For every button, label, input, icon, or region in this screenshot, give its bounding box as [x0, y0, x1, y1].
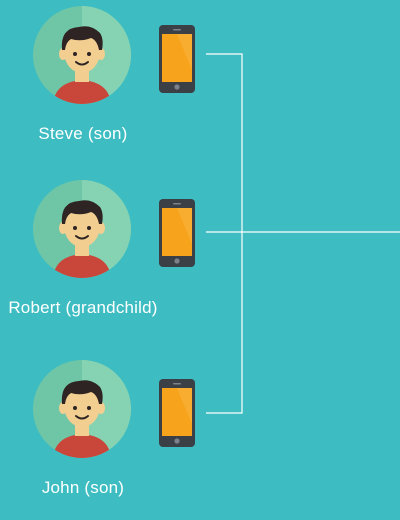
member-robert: Robert (grandchild) [0, 180, 200, 340]
member-name: Steve (son) [38, 124, 128, 143]
member-john: John (son) [0, 360, 200, 520]
man-avatar-icon [33, 180, 131, 278]
man-avatar-icon [33, 6, 131, 104]
member-name: Robert (grandchild) [8, 298, 158, 317]
member-steve: Steve (son) [0, 6, 200, 166]
family-diagram: Steve (son) Rob [0, 6, 400, 497]
bracket-line [206, 53, 243, 414]
smartphone-icon [159, 25, 195, 93]
smartphone-icon [159, 379, 195, 447]
connector-lines [206, 53, 400, 414]
smartphone-icon [159, 199, 195, 267]
man-avatar-icon [33, 360, 131, 458]
member-name: John (son) [41, 478, 125, 497]
